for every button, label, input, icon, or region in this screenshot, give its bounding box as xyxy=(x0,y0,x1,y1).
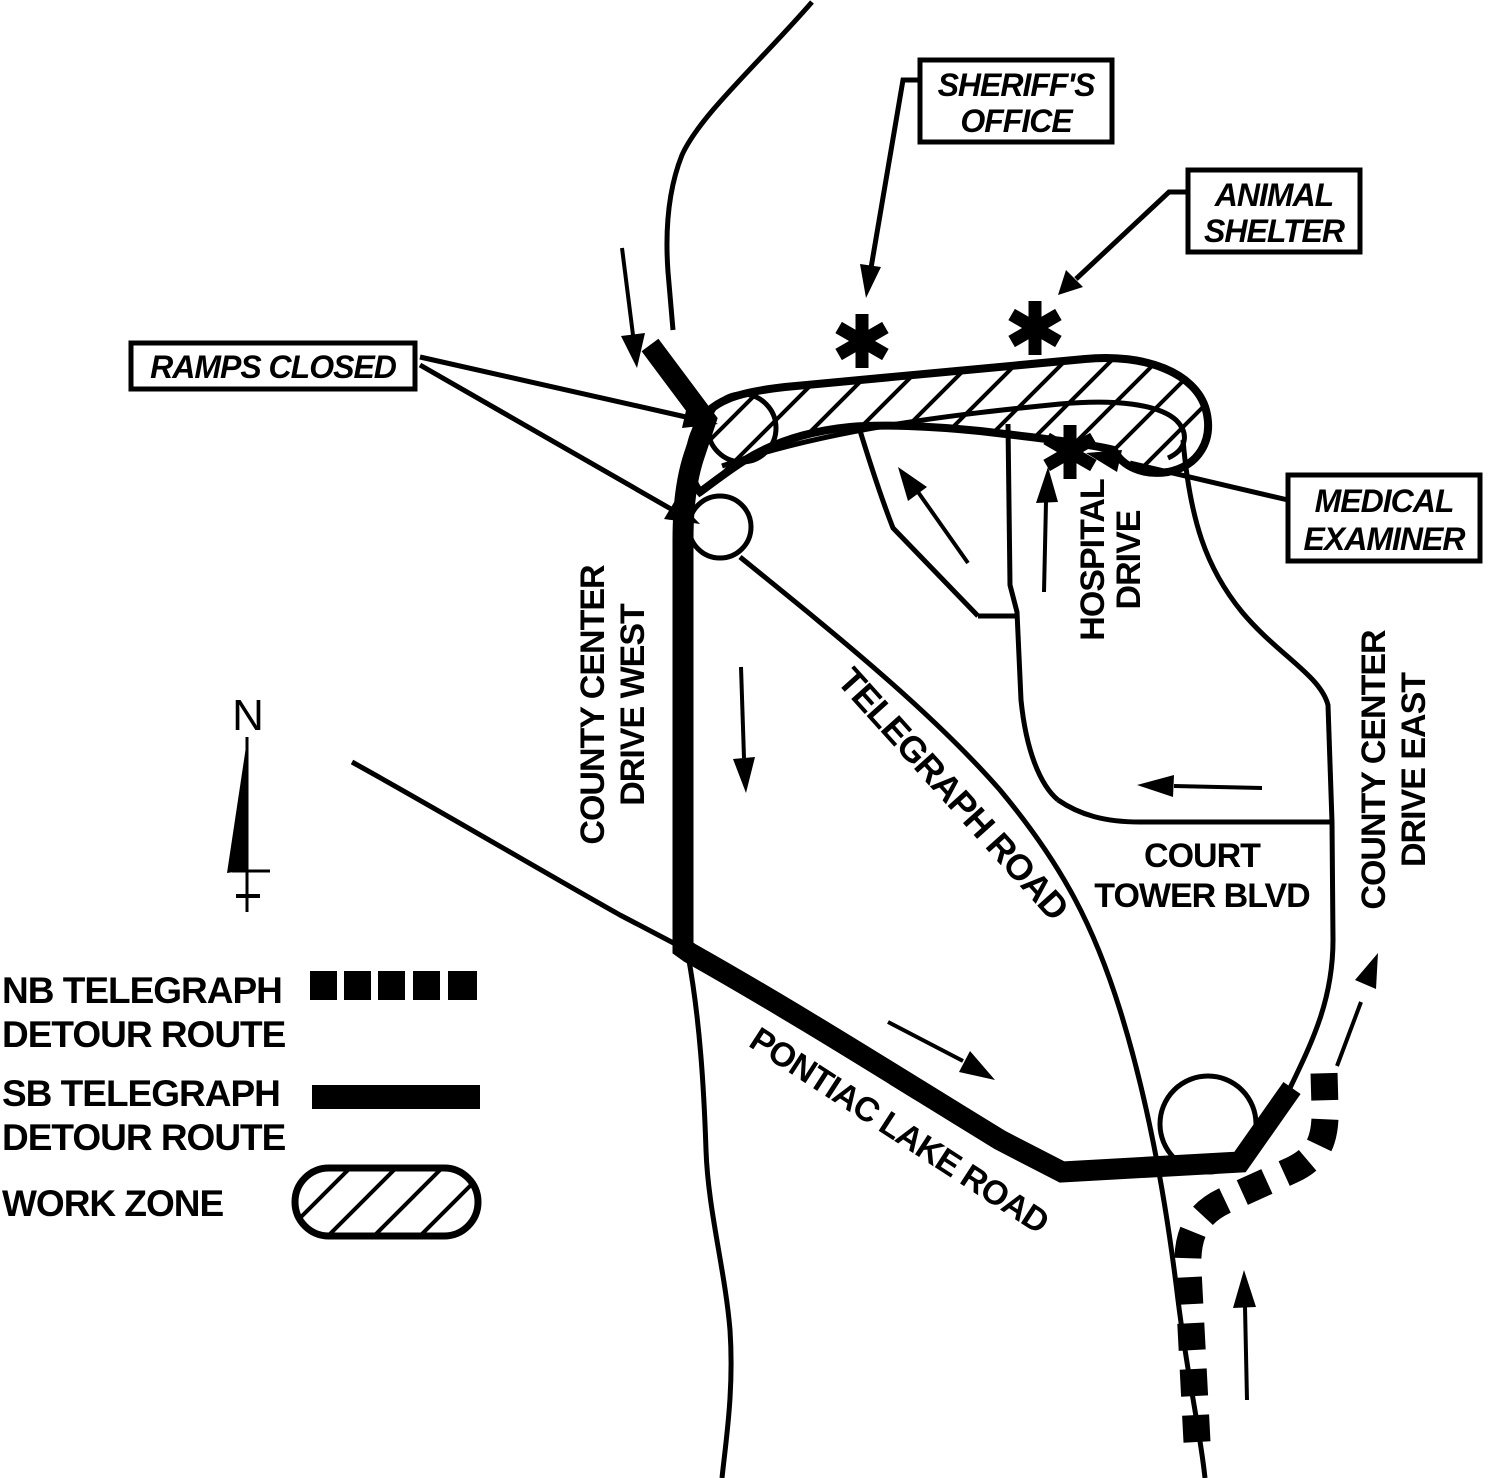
legend-nb-label-line1: NB TELEGRAPH xyxy=(2,970,282,1011)
callout-boxes: SHERIFF'S OFFICE ANIMAL SHELTER RAMPS CL… xyxy=(128,57,1483,564)
callout-medical-examiner: MEDICAL EXAMINER xyxy=(1285,472,1483,564)
road-court-tower-blvd xyxy=(1056,797,1331,825)
telegraph-road-label: TELEGRAPH ROAD xyxy=(830,660,1077,928)
court-tower-blvd-label-line2: TOWER BLVD xyxy=(1094,877,1310,915)
road-pontiac-west xyxy=(350,759,685,951)
callout-animal-shelter: ANIMAL SHELTER xyxy=(1185,167,1363,255)
flow-arrows xyxy=(620,247,1363,1401)
legend-sb-label-line1: SB TELEGRAPH xyxy=(2,1073,280,1114)
sb-detour-route xyxy=(641,338,1301,1183)
work-zone-area xyxy=(685,354,1212,498)
legend-nb-dashes-icon xyxy=(310,971,477,1000)
callout-sheriffs-office: SHERIFF'S OFFICE xyxy=(917,57,1115,145)
nb-detour-route xyxy=(1174,1071,1339,1443)
interchange-loop-lower xyxy=(686,493,754,561)
leader-arrowheads xyxy=(664,264,1122,524)
north-arrow-icon: N xyxy=(227,691,270,912)
legend-workzone-capsule-icon xyxy=(291,1164,482,1240)
north-label: N xyxy=(232,691,264,740)
legend-symbols xyxy=(291,971,482,1240)
road-south-local xyxy=(685,954,734,1478)
pontiac-lake-road-label: PONTIAC LAKE ROAD xyxy=(743,1020,1056,1241)
hospital-drive-label-line1: HOSPITAL xyxy=(1074,479,1112,641)
sheriffs-office-marker-icon xyxy=(839,314,886,368)
medical-examiner-label-line2: EXAMINER xyxy=(1304,521,1466,557)
animal-shelter-marker-icon xyxy=(1012,301,1059,355)
leader-lines xyxy=(418,77,1289,512)
road-workzone-centerline xyxy=(721,399,1187,469)
hospital-drive-label-line2: DRIVE xyxy=(1110,510,1148,609)
county-center-drive-east-label-line2: DRIVE EAST xyxy=(1395,672,1433,867)
legend-workzone-label: WORK ZONE xyxy=(2,1183,224,1224)
road-hospital-drive xyxy=(1005,423,1060,802)
court-tower-blvd-label-line1: COURT xyxy=(1144,837,1261,875)
road-ramp-west-of-hospital xyxy=(855,423,980,618)
animal-shelter-label-line2: SHELTER xyxy=(1204,213,1345,249)
county-center-drive-west-label-line1: COUNTY CENTER xyxy=(574,565,612,845)
callout-ramps-closed: RAMPS CLOSED xyxy=(128,340,418,392)
animal-shelter-label-line1: ANIMAL xyxy=(1214,177,1333,213)
sheriffs-office-label-line1: SHERIFF'S xyxy=(938,67,1097,103)
county-center-drive-east-label-line1: COUNTY CENTER xyxy=(1355,630,1393,910)
legend-nb-label-line2: DETOUR ROUTE xyxy=(2,1014,286,1055)
medical-examiner-label-line1: MEDICAL xyxy=(1315,483,1454,519)
legend-sb-label-line2: DETOUR ROUTE xyxy=(2,1117,286,1158)
legend: NB TELEGRAPH DETOUR ROUTE SB TELEGRAPH D… xyxy=(2,970,287,1224)
sheriffs-office-label-line2: OFFICE xyxy=(960,103,1074,139)
ramps-closed-label: RAMPS CLOSED xyxy=(150,349,397,385)
flow-arrowheads xyxy=(621,333,1378,1308)
county-center-drive-west-label-line2: DRIVE WEST xyxy=(614,603,652,806)
road-county-center-east xyxy=(1180,439,1336,1090)
road-telegraph-north xyxy=(664,0,814,331)
legend-sb-bar-icon xyxy=(312,1085,480,1109)
